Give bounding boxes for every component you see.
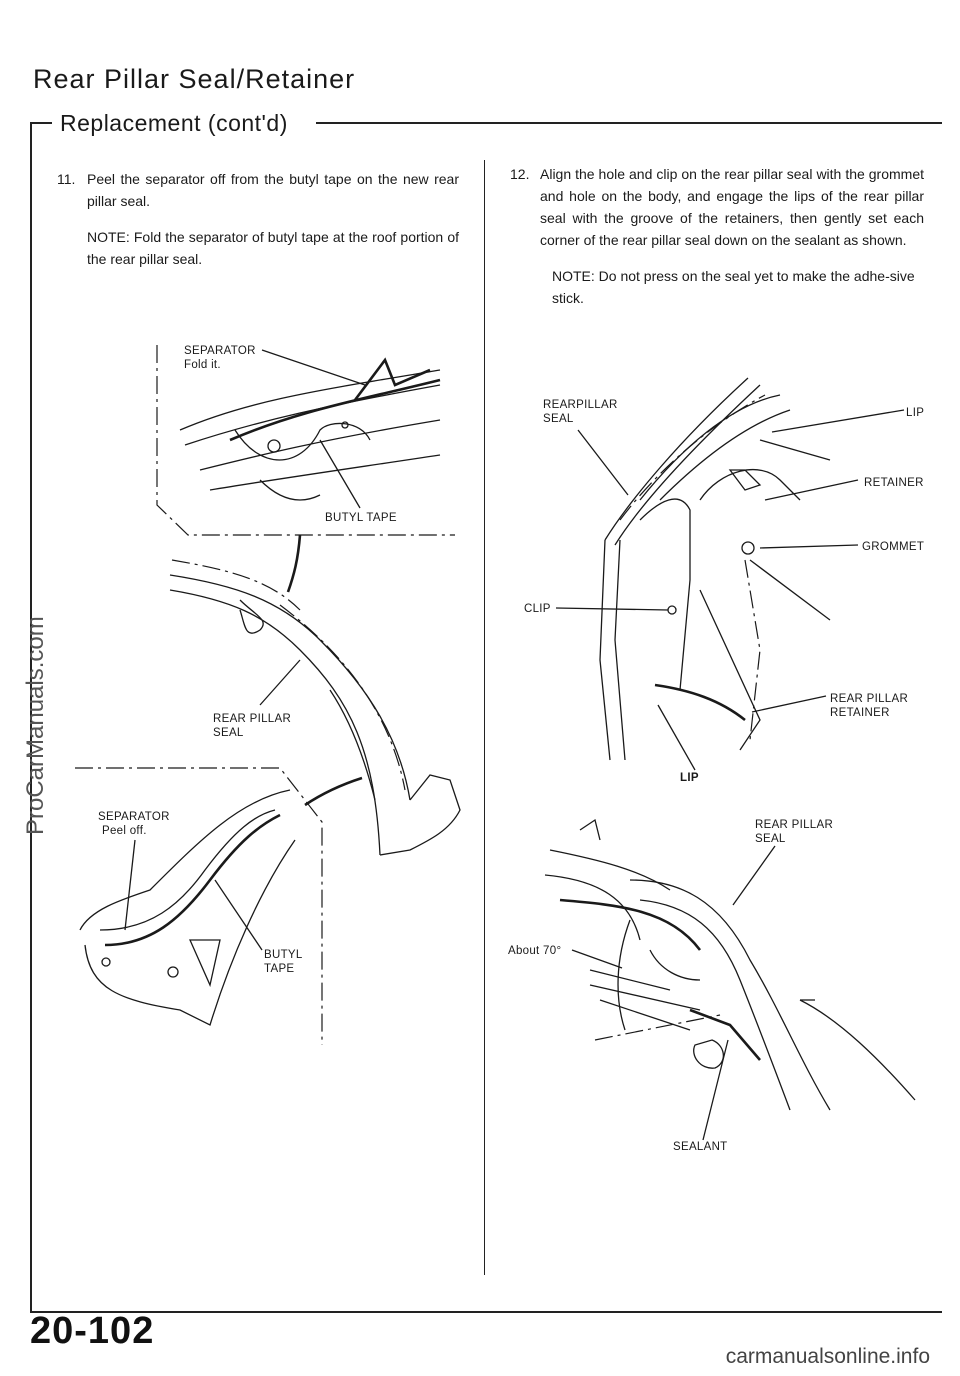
label-butyl-tape-top: BUTYL TAPE [325,512,397,524]
step-11: 11. Peel the separator off from the buty… [57,168,459,270]
left-margin-rule [30,122,32,1312]
label-rear-pillar-seal-left: REAR PILLAR SEAL [213,713,292,739]
label-grommet: GROMMET [862,541,925,553]
page-number: 20-102 [30,1310,155,1352]
label-angle: About 70° [508,945,562,957]
step-number: 11. [57,171,76,187]
label-sealant: SEALANT [673,1141,728,1153]
label-butyl-tape-bottom: BUTYL TAPE [264,949,303,975]
label-rear-pillar-seal-right: REARPILLAR SEAL [543,399,618,425]
step-number: 12. [510,166,530,182]
header-rule-left [30,122,52,124]
watermark-side: ProCarManuals.com [22,616,49,835]
label-retainer: RETAINER [864,477,924,489]
header-rule [316,122,942,124]
footer-rule [30,1311,942,1313]
step-text: Peel the separator off from the butyl ta… [87,171,459,209]
step-12: 12. Align the hole and clip on the rear … [510,163,924,309]
label-separator-peel: SEPARATOR Peel off. [98,811,170,837]
label-rear-pillar-seal-bottom: REAR PILLAR SEAL [755,819,834,845]
label-lip-bottom: LIP [680,772,699,784]
label-clip: CLIP [524,603,551,615]
page-title: Rear Pillar Seal/Retainer [33,64,356,94]
label-lip: LIP [906,407,925,419]
step-note: NOTE: Do not press on the seal yet to ma… [552,268,915,306]
step-text: Align the hole and clip on the rear pill… [540,166,924,248]
step-note: NOTE: Fold the separator of butyl tape a… [87,229,459,267]
label-separator-fold: SEPARATOR Fold it. [184,345,256,371]
watermark-footer: carmanualsonline.info [725,1345,930,1368]
page-subtitle: Replacement (cont'd) [60,110,288,136]
label-rear-pillar-retainer: REAR PILLAR RETAINER [830,693,909,719]
column-divider [484,160,485,1275]
